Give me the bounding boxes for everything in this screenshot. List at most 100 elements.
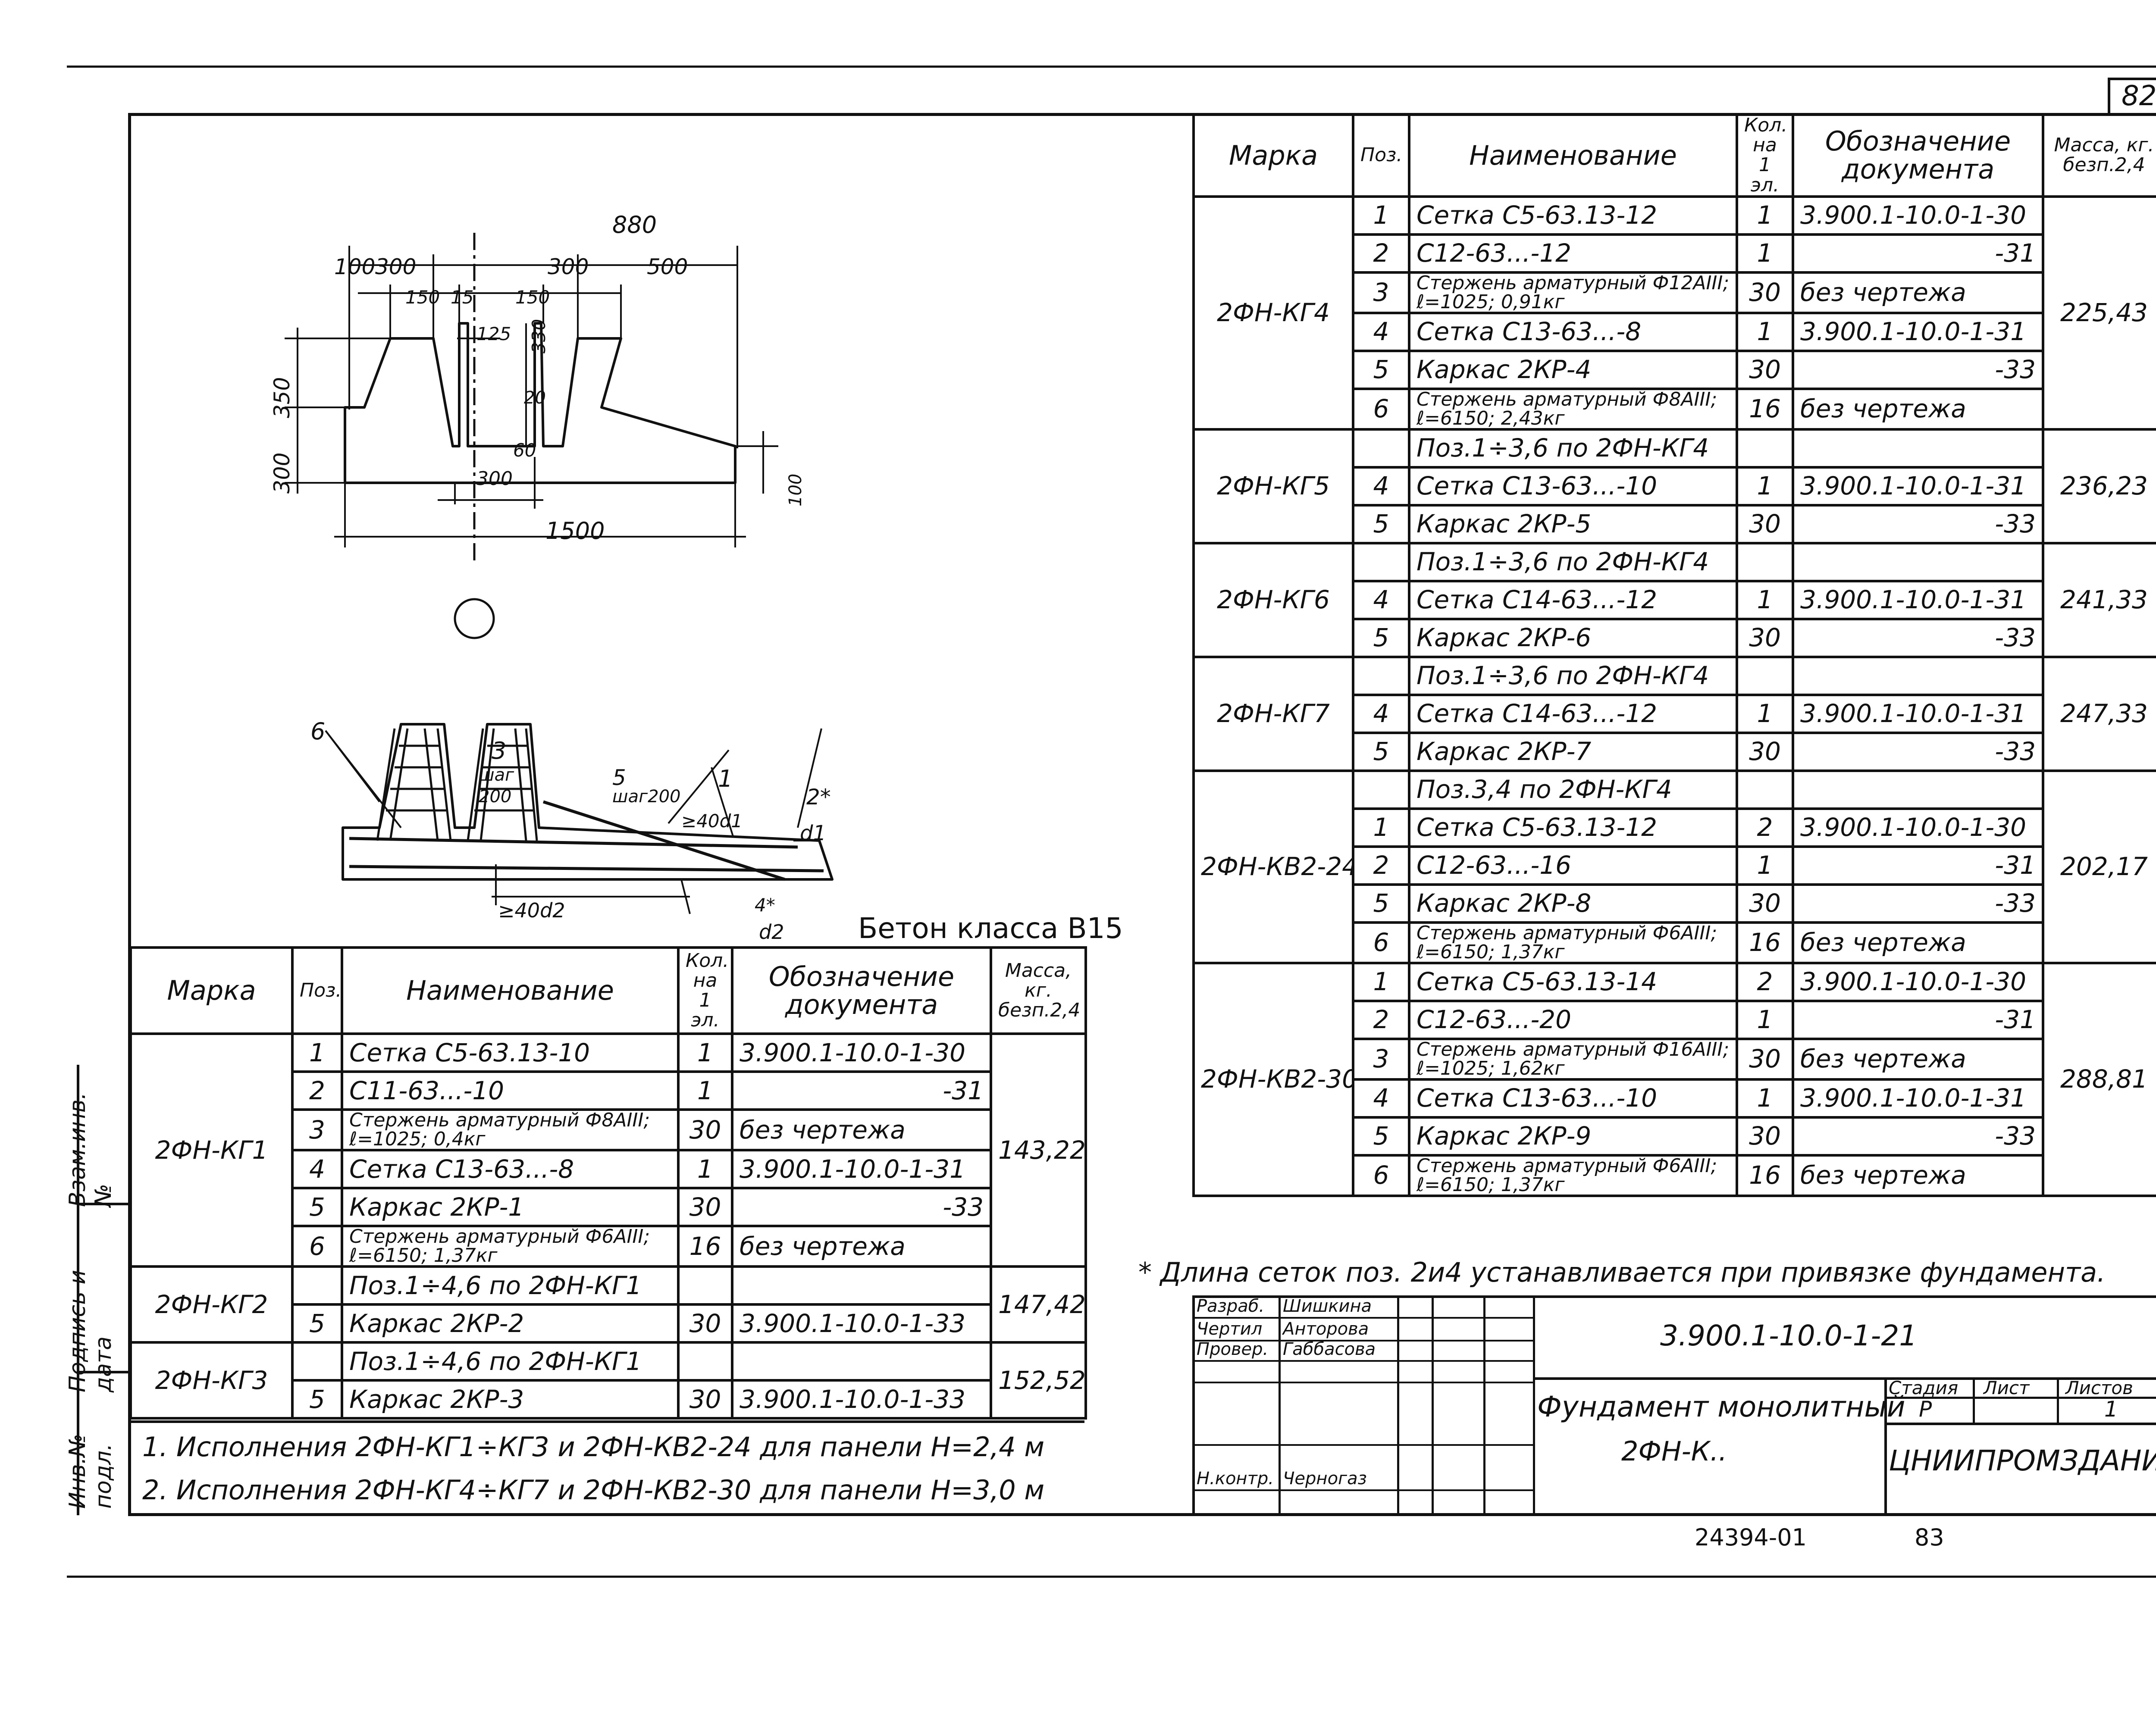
rt-qty: 1 bbox=[1736, 999, 1794, 1040]
tb-role: Разраб. bbox=[1197, 1296, 1265, 1316]
lt-name: С11-63...-10 bbox=[341, 1070, 680, 1111]
tb-v4 bbox=[1483, 1295, 1485, 1513]
rt-doc: -33 bbox=[1792, 349, 2044, 390]
lt-qty bbox=[677, 1265, 733, 1306]
tb-name: Габбасова bbox=[1283, 1339, 1376, 1359]
tb-v5 bbox=[1533, 1295, 1535, 1513]
note-1: 1. Исполнения 2ФН-КГ1÷КГ3 и 2ФН-КВ2-24 д… bbox=[142, 1431, 1045, 1463]
dim-350: 350 bbox=[270, 377, 295, 418]
tb-doc-code: 3.900.1-10.0-1-21 bbox=[1660, 1319, 1918, 1352]
tb-role: Н.контр. bbox=[1197, 1469, 1274, 1489]
lt-name: Каркас 2КР-2 bbox=[341, 1303, 680, 1344]
lt-pos: 1 bbox=[291, 1032, 343, 1073]
right-spec-table: Марка Поз. Наименование Кол. на 1 эл. Об… bbox=[1192, 113, 2156, 1197]
tb-role: Провер. bbox=[1197, 1339, 1269, 1359]
lt-name: Поз.1÷4,6 по 2ФН-КГ1 bbox=[341, 1341, 680, 1382]
lt-h-doc: Обозначение документа bbox=[731, 946, 992, 1035]
rt-pos: 5 bbox=[1352, 883, 1410, 924]
tb-v2 bbox=[1397, 1295, 1399, 1513]
rt-pos: 6 bbox=[1352, 921, 1410, 964]
foundation-outline bbox=[344, 322, 736, 484]
rt-pos bbox=[1352, 428, 1410, 469]
rt-mass: 225,43 bbox=[2042, 195, 2156, 431]
rt-pos: 4 bbox=[1352, 693, 1410, 734]
foundation-section-drawing bbox=[285, 233, 778, 639]
tb-sheet-label: Лист bbox=[1984, 1377, 2030, 1398]
rt-name: Каркас 2КР-7 bbox=[1408, 731, 1738, 772]
rt-qty: 30 bbox=[1736, 617, 1794, 658]
lt-doc: 3.900.1-10.0-1-33 bbox=[731, 1379, 992, 1420]
lt-name: Стержень арматурный Ф8АIII; ℓ=1025; 0,4к… bbox=[341, 1108, 680, 1151]
lt-h-pos: Поз. bbox=[291, 946, 343, 1035]
rt-pos: 4 bbox=[1352, 466, 1410, 507]
rt-pos: 4 bbox=[1352, 311, 1410, 352]
tb-title-1: Фундамент монолитный bbox=[1537, 1390, 1905, 1423]
lt-doc: без чертежа bbox=[731, 1225, 992, 1268]
lt-pos: 3 bbox=[291, 1108, 343, 1151]
lt-doc: -31 bbox=[731, 1070, 992, 1111]
lt-h-name: Наименование bbox=[341, 946, 680, 1035]
lt-name: Сетка С13-63...-8 bbox=[341, 1149, 680, 1189]
rt-qty: 30 bbox=[1736, 731, 1794, 772]
bottom-code: 24394-01 bbox=[1695, 1524, 1807, 1551]
rt-qty bbox=[1736, 428, 1794, 469]
tb-v1 bbox=[1279, 1295, 1281, 1513]
dim-20: 20 bbox=[524, 388, 546, 408]
sheet-top-rule bbox=[67, 66, 2156, 68]
rt-doc: 3.900.1-10.0-1-31 bbox=[1792, 1078, 2044, 1119]
dim-500: 500 bbox=[647, 254, 688, 279]
rt-pos: 4 bbox=[1352, 1078, 1410, 1119]
lt-pos bbox=[291, 1341, 343, 1382]
tb-role-rule bbox=[1192, 1382, 1533, 1383]
rt-doc bbox=[1792, 541, 2044, 582]
tb-title-2: 2ФН-К.. bbox=[1621, 1435, 1727, 1467]
dim-300h: 300 bbox=[476, 468, 513, 490]
lt-name: Каркас 2КР-1 bbox=[341, 1187, 680, 1227]
rt-doc bbox=[1792, 769, 2044, 810]
rt-name: Каркас 2КР-9 bbox=[1408, 1116, 1738, 1157]
dim-15: 15 bbox=[451, 287, 474, 308]
rt-doc: 3.900.1-10.0-1-31 bbox=[1792, 693, 2044, 734]
tb-role-rule bbox=[1192, 1340, 1533, 1342]
rt-doc: 3.900.1-10.0-1-31 bbox=[1792, 311, 2044, 352]
footnote: * Длина сеток поз. 2и4 устанавливается п… bbox=[1138, 1257, 2106, 1288]
rt-mass: 288,81 bbox=[2042, 961, 2156, 1197]
rt-qty: 1 bbox=[1736, 466, 1794, 507]
dim-300b: 300 bbox=[548, 254, 589, 279]
rt-h-pos: Поз. bbox=[1352, 113, 1410, 198]
rt-qty: 30 bbox=[1736, 503, 1794, 544]
side-stamp-line bbox=[77, 1065, 79, 1515]
rt-doc: без чертежа bbox=[1792, 921, 2044, 964]
rt-h-mass: Масса, кг. безп.2,4 bbox=[2042, 113, 2156, 198]
rt-name: Сетка С14-63...-12 bbox=[1408, 579, 1738, 620]
lt-mass: 143,22 bbox=[990, 1032, 1087, 1268]
side-stamp-replace: Взам.инв.№ bbox=[65, 1092, 116, 1207]
dim-300a: 300 bbox=[375, 254, 417, 279]
rt-qty: 1 bbox=[1736, 1078, 1794, 1119]
rt-name: Сетка С5-63.13-12 bbox=[1408, 807, 1738, 848]
lt-doc: без чертежа bbox=[731, 1108, 992, 1151]
dim-150b: 150 bbox=[515, 287, 550, 308]
dim-330: 330 bbox=[528, 319, 549, 353]
callout-6: 6 bbox=[310, 718, 326, 745]
lt-pos: 2 bbox=[291, 1070, 343, 1111]
lt-mass: 147,42 bbox=[990, 1265, 1087, 1344]
tb-h-doc bbox=[1533, 1377, 2156, 1380]
rt-doc: 3.900.1-10.0-1-31 bbox=[1792, 466, 2044, 507]
side-stamp-sign: Подпись и дата bbox=[65, 1270, 116, 1392]
tb-v3 bbox=[1432, 1295, 1434, 1513]
rt-doc: без чертежа bbox=[1792, 271, 2044, 314]
lt-doc: 3.900.1-10.0-1-33 bbox=[731, 1303, 992, 1344]
rt-qty: 2 bbox=[1736, 807, 1794, 848]
rt-mark: 2ФН-КГ6 bbox=[1192, 541, 1354, 658]
tb-org: ЦНИИПРОМЗДАНИЙ bbox=[1889, 1444, 2156, 1477]
callout-d1: d1 bbox=[800, 821, 827, 845]
